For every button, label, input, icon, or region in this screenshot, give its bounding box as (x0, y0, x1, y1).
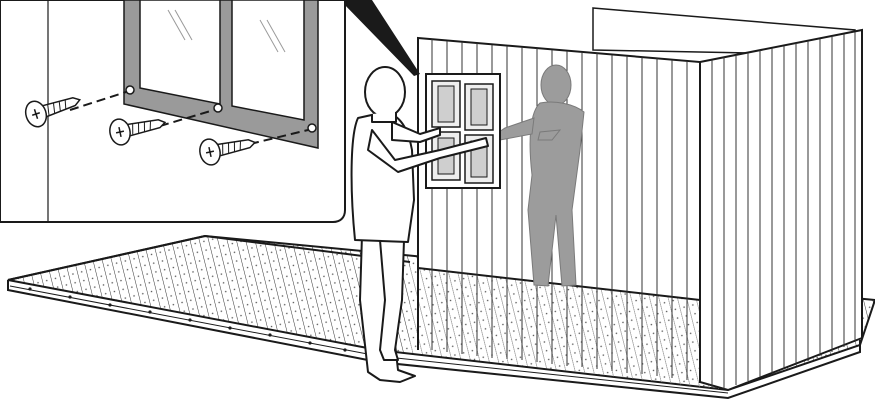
detail-callout (0, 0, 345, 222)
callout-pointer (340, 0, 420, 76)
